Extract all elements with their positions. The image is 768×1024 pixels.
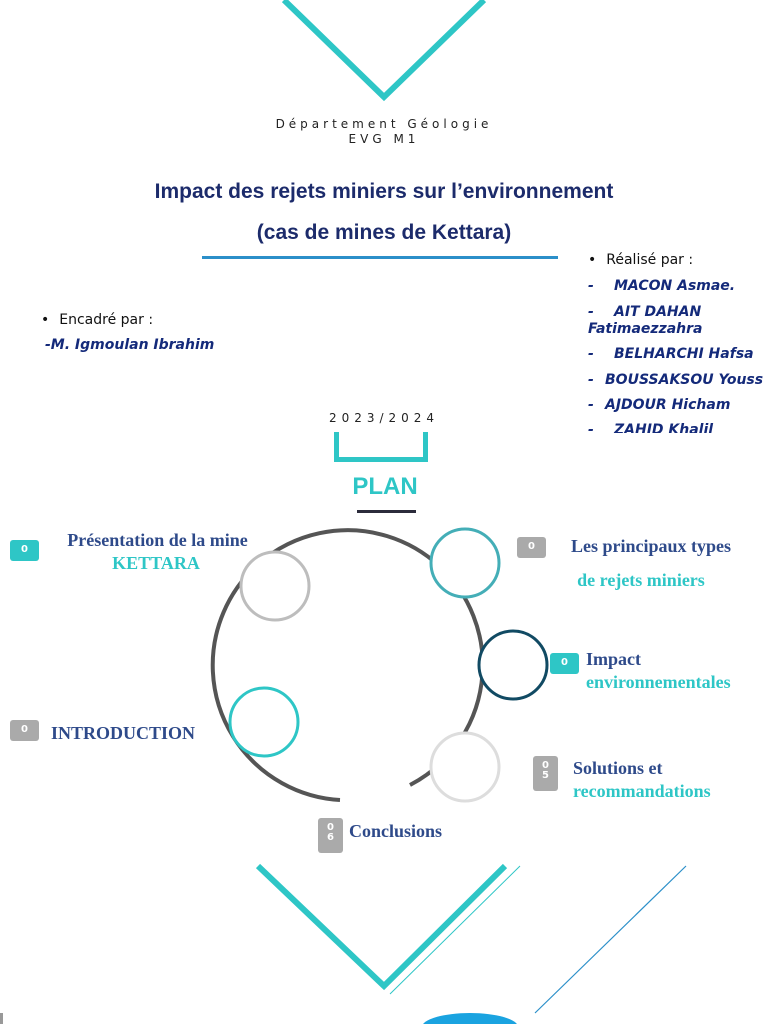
- badge-item-4: 0: [10, 720, 39, 741]
- plan-item-types-rejets: Les principaux types de rejets miniers: [570, 536, 732, 590]
- bottom-decoration: [0, 863, 687, 1024]
- authors-list: -MACON Asmae. -AIT DAHAN Fatimaezzahra -…: [588, 276, 768, 433]
- plan-item-impact: Impact environnementales: [586, 649, 731, 692]
- badge-item-2: 0: [517, 537, 546, 558]
- ring-node-2: [429, 527, 501, 599]
- author-item: Fatimaezzahra: [588, 321, 703, 337]
- author-item: -MACON Asmae.: [588, 278, 736, 294]
- ring-node-4: [228, 686, 300, 758]
- plan-heading: PLAN: [352, 473, 418, 500]
- plan-underline: [357, 510, 416, 513]
- plan-cycle-diagram: [210, 527, 549, 803]
- plan-item-conclusions: Conclusions: [349, 821, 443, 841]
- department-name: Département Géologie: [275, 117, 493, 131]
- academic-year: 2023/2024: [328, 411, 440, 425]
- supervisor-name: -M. Igmoulan Ibrahim: [45, 337, 215, 353]
- program-name: EVG M1: [348, 132, 420, 146]
- supervisor-label: Encadré par :: [41, 312, 153, 328]
- authors-label: Réalisé par :: [588, 252, 693, 268]
- badge-item-5: 0 5: [533, 756, 558, 791]
- badge-item-6: 0 6: [318, 818, 343, 853]
- author-item: -BOUSSAKSOU Youss: [588, 372, 764, 388]
- top-chevron-decoration: [281, 0, 487, 102]
- title-line-1: Impact des rejets miniers sur l’environn…: [154, 180, 614, 203]
- author-item: -AJDOUR Hicham: [588, 397, 731, 413]
- ring-node-5: [429, 731, 501, 803]
- bracket-decoration: [334, 432, 428, 462]
- plan-item-introduction: INTRODUCTION: [51, 723, 196, 743]
- badge-item-3: 0: [550, 653, 579, 674]
- department-header: Département Géologie EVG M1: [0, 117, 768, 147]
- author-item: -ZAHID Khalil: [588, 422, 714, 433]
- ring-node-3: [477, 629, 549, 701]
- plan-item-presentation: Présentation de la mine KETTARA: [67, 530, 248, 573]
- title-line-2: (cas de mines de Kettara): [256, 221, 512, 244]
- author-item: -BELHARCHI Hafsa: [588, 346, 754, 362]
- title-underline: [202, 256, 558, 259]
- author-item: -AIT DAHAN: [588, 304, 702, 320]
- plan-item-solutions: Solutions et recommandations: [573, 758, 711, 801]
- ring-node-1: [239, 550, 311, 622]
- badge-item-1: 0: [10, 540, 39, 561]
